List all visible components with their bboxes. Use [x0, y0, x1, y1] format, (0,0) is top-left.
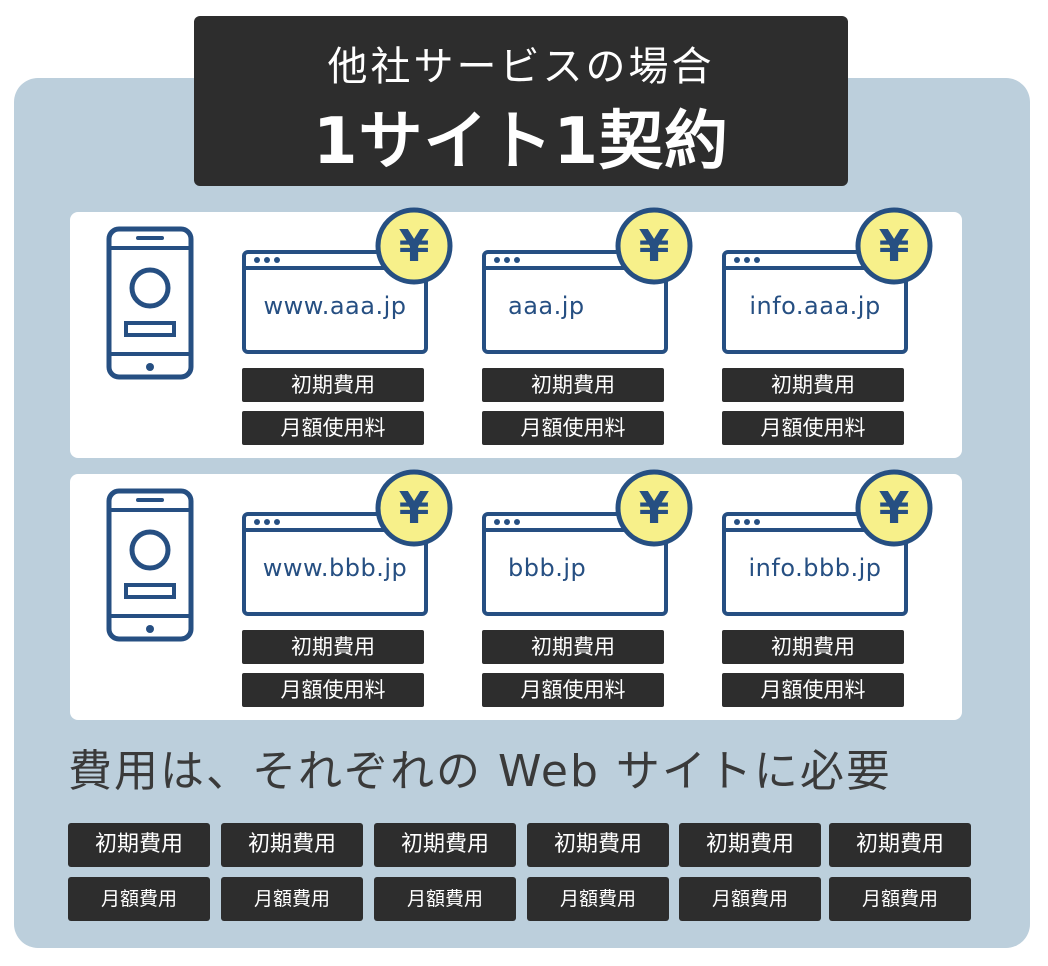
monthly-fee-label: 月額使用料 — [242, 411, 424, 445]
yen-coin-icon: ¥ — [615, 469, 693, 547]
site-card-www-bbb: www.bbb.jp ¥ 初期費用 月額使用料 — [242, 469, 472, 714]
site-url: bbb.jp — [508, 554, 587, 582]
site-url: aaa.jp — [508, 292, 585, 320]
smartphone-icon — [106, 488, 194, 642]
total-initial-cost-3: 初期費用 — [374, 823, 516, 867]
initial-cost-label: 初期費用 — [722, 630, 904, 664]
svg-text:¥: ¥ — [639, 483, 670, 534]
yen-coin-icon: ¥ — [375, 469, 453, 547]
monthly-fee-label: 月額使用料 — [722, 673, 904, 707]
svg-text:¥: ¥ — [879, 483, 910, 534]
site-card-bbb: bbb.jp ¥ 初期費用 月額使用料 — [482, 469, 712, 714]
monthly-fee-label: 月額使用料 — [242, 673, 424, 707]
total-initial-cost-2: 初期費用 — [221, 823, 363, 867]
initial-cost-label: 初期費用 — [242, 630, 424, 664]
title-subtitle: 他社サービスの場合 — [327, 44, 715, 90]
site-url: www.bbb.jp — [262, 554, 408, 582]
site-url: www.aaa.jp — [263, 292, 407, 320]
total-monthly-cost-5: 月額費用 — [679, 877, 821, 921]
total-initial-cost-6: 初期費用 — [829, 823, 971, 867]
initial-cost-label: 初期費用 — [482, 630, 664, 664]
site-url: info.bbb.jp — [748, 554, 882, 582]
title-banner: 他社サービスの場合 1サイト1契約 — [194, 16, 848, 186]
total-monthly-cost-4: 月額費用 — [527, 877, 669, 921]
total-monthly-cost-1: 月額費用 — [68, 877, 210, 921]
site-card-info-aaa: info.aaa.jp ¥ 初期費用 月額使用料 — [722, 207, 952, 452]
svg-text:¥: ¥ — [399, 221, 430, 272]
site-url: info.aaa.jp — [749, 292, 881, 320]
summary-text: 費用は、それぞれの Web サイトに必要 — [68, 746, 892, 797]
yen-coin-icon: ¥ — [855, 207, 933, 285]
total-monthly-cost-3: 月額費用 — [374, 877, 516, 921]
monthly-fee-label: 月額使用料 — [482, 411, 664, 445]
page-title: 1サイト1契約 — [312, 105, 730, 179]
site-card-aaa: aaa.jp ¥ 初期費用 月額使用料 — [482, 207, 712, 452]
initial-cost-label: 初期費用 — [722, 368, 904, 402]
monthly-fee-label: 月額使用料 — [722, 411, 904, 445]
browser-window: www.bbb.jp — [242, 512, 428, 616]
total-initial-cost-1: 初期費用 — [68, 823, 210, 867]
initial-cost-label: 初期費用 — [482, 368, 664, 402]
initial-cost-label: 初期費用 — [242, 368, 424, 402]
svg-text:¥: ¥ — [879, 221, 910, 272]
svg-text:¥: ¥ — [399, 483, 430, 534]
total-monthly-cost-6: 月額費用 — [829, 877, 971, 921]
site-card-info-bbb: info.bbb.jp ¥ 初期費用 月額使用料 — [722, 469, 952, 714]
browser-window: www.aaa.jp — [242, 250, 428, 354]
monthly-fee-label: 月額使用料 — [482, 673, 664, 707]
yen-coin-icon: ¥ — [615, 207, 693, 285]
yen-coin-icon: ¥ — [855, 469, 933, 547]
site-row-bbb: www.bbb.jp ¥ 初期費用 月額使用料 bbb.jp ¥ 初期費用 月額… — [70, 469, 962, 720]
total-initial-cost-4: 初期費用 — [527, 823, 669, 867]
yen-coin-icon: ¥ — [375, 207, 453, 285]
site-card-www-aaa: www.aaa.jp ¥ 初期費用 月額使用料 — [242, 207, 472, 452]
total-initial-cost-5: 初期費用 — [679, 823, 821, 867]
total-monthly-cost-2: 月額費用 — [221, 877, 363, 921]
site-row-aaa: www.aaa.jp ¥ 初期費用 月額使用料 aaa.jp ¥ 初期費用 月額… — [70, 207, 962, 458]
svg-text:¥: ¥ — [639, 221, 670, 272]
smartphone-icon — [106, 226, 194, 380]
